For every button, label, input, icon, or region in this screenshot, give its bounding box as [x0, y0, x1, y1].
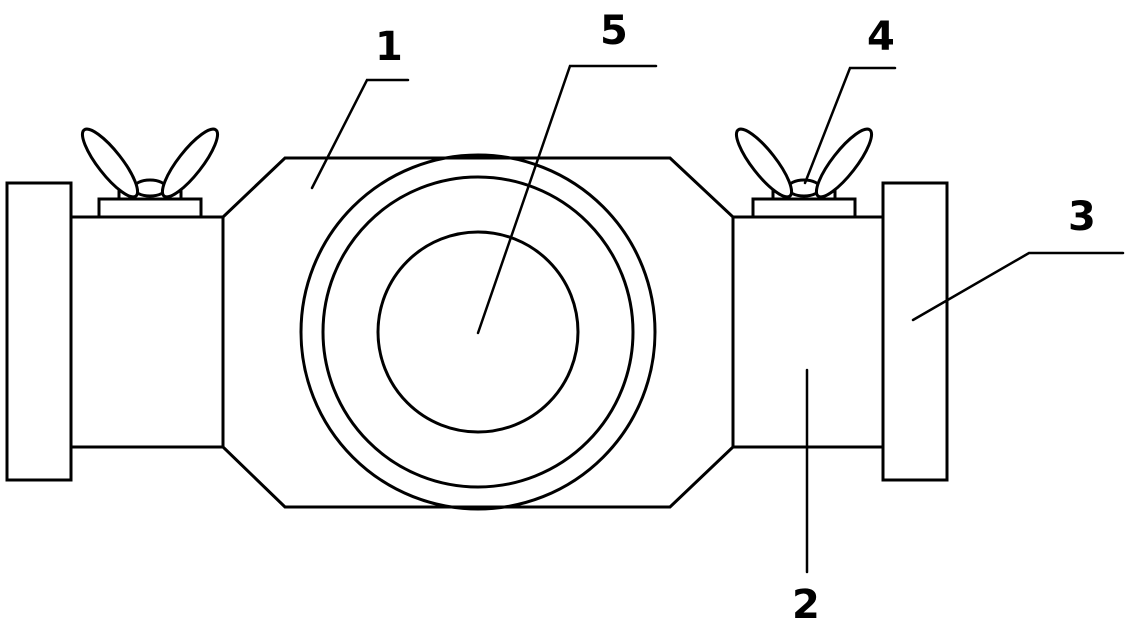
right-flange: [881, 181, 949, 482]
left-wing-nut: [80, 127, 220, 219]
leader-4: [803, 66, 897, 185]
callout-1: 1: [375, 24, 403, 70]
right-wing-b: [814, 127, 874, 199]
left-pipe: [69, 215, 225, 449]
leader-1: [310, 78, 410, 190]
right-wing-a: [734, 127, 794, 199]
leader-5: [476, 64, 658, 335]
right-nut-base: [751, 197, 857, 219]
outer-ring: [299, 153, 657, 511]
callout-3: 3: [1068, 194, 1096, 240]
right-wing-nut: [734, 127, 874, 219]
inner-disc: [376, 230, 580, 434]
leader-3: [911, 251, 1125, 322]
left-nut-base: [97, 197, 203, 219]
callout-5: 5: [600, 8, 628, 54]
callout-2: 2: [792, 582, 820, 628]
callout-4: 4: [867, 14, 895, 60]
middle-ring: [321, 175, 635, 489]
left-wing-a: [80, 127, 140, 199]
left-wing-b: [160, 127, 220, 199]
left-flange: [5, 181, 73, 482]
